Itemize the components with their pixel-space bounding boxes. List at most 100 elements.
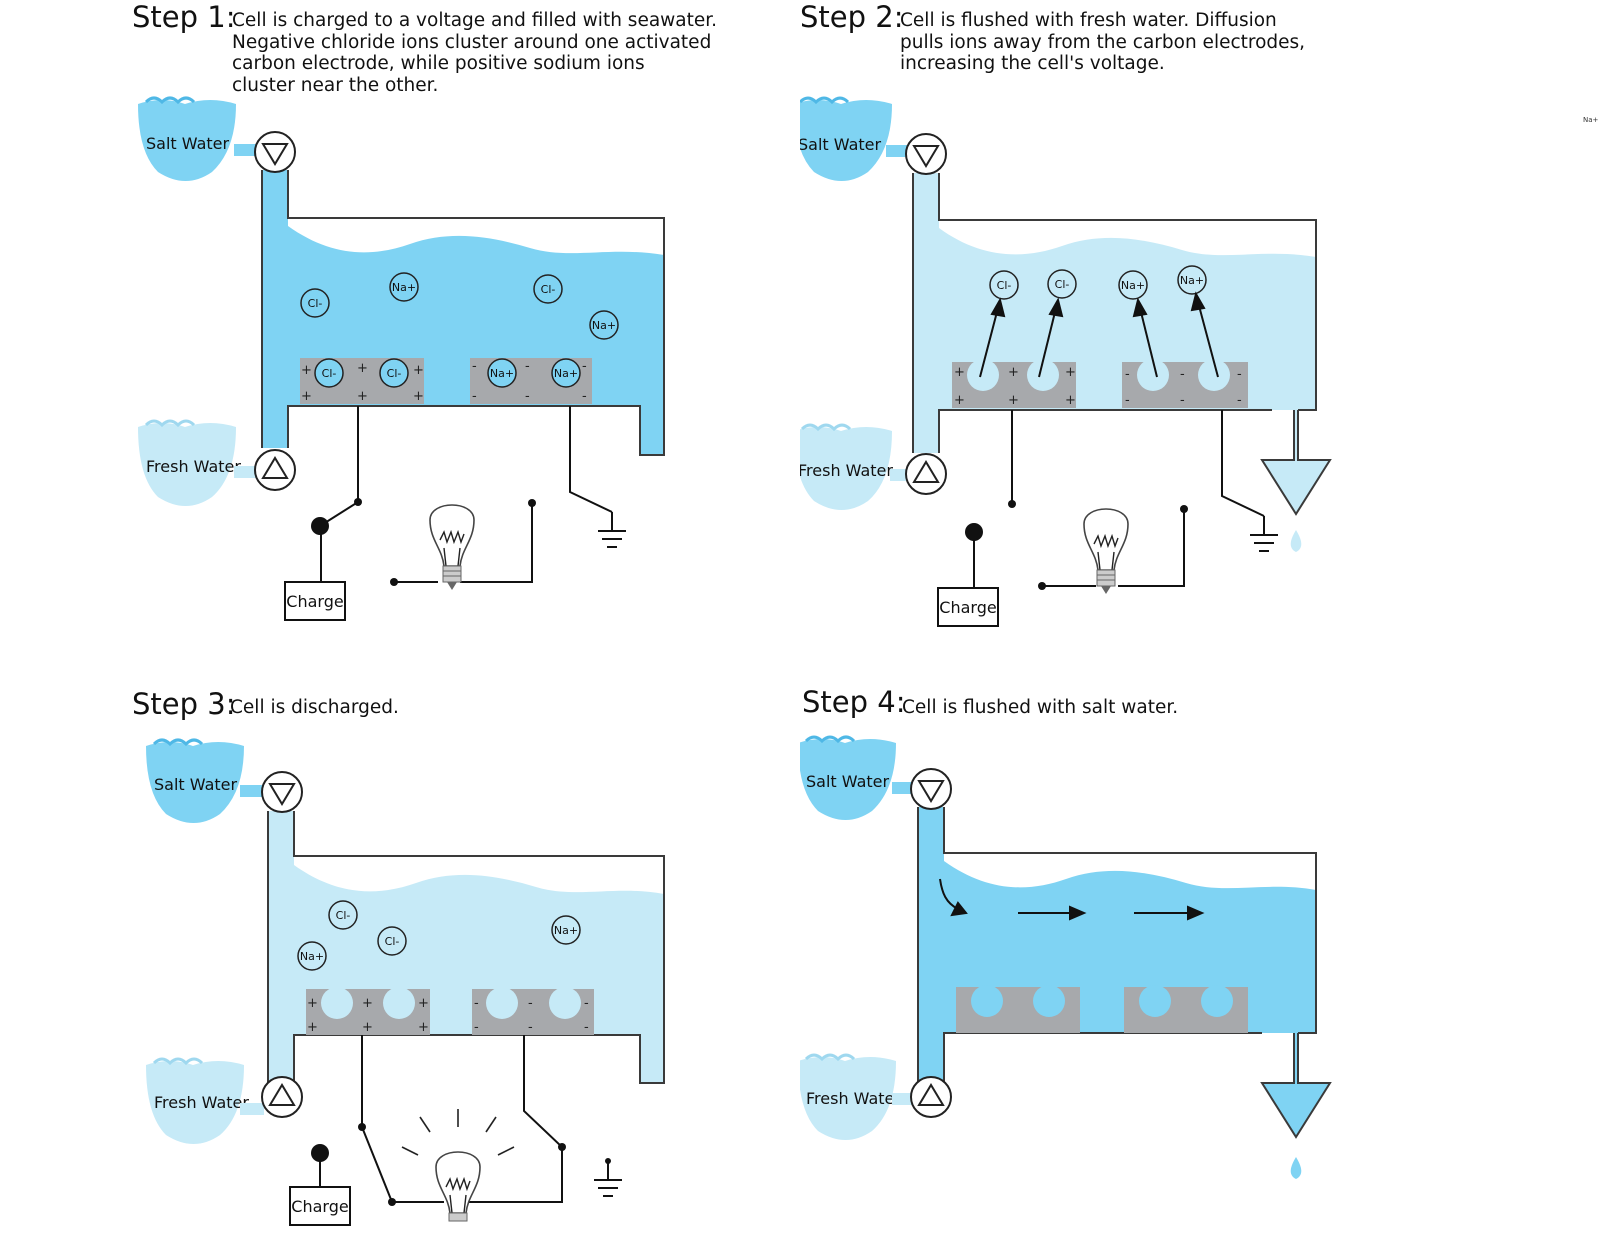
plus-sign: + (357, 361, 368, 376)
wave-icon (804, 735, 856, 744)
step-3-panel: Step 3: Cell is discharged. Salt Water F… (0, 627, 800, 1254)
chloride-ion (1047, 269, 1077, 299)
electrode-pore (486, 987, 518, 1019)
sodium-label: Na+ (592, 319, 616, 332)
down-triangle-icon (261, 143, 289, 166)
charge-label: Charge (291, 1197, 348, 1216)
up-triangle-icon (268, 1083, 296, 1106)
plus-sign: + (307, 996, 318, 1011)
inlet-pipe-water (918, 807, 944, 1082)
step-4-description: Cell is flushed with salt water. (902, 697, 1178, 719)
water-drop-icon (1290, 1157, 1302, 1179)
charge-box (289, 1186, 351, 1226)
step-1-description-line: Negative chloride ions cluster around on… (232, 31, 712, 53)
wire (361, 1035, 444, 1203)
step-4-panel: Step 4: Cell is flushed with salt water.… (800, 627, 1600, 1254)
electrode-pore (967, 359, 999, 391)
electrode-pore (1198, 359, 1230, 391)
sodium-ion (389, 272, 419, 302)
electrode-pore (1201, 985, 1233, 1017)
down-triangle-icon (268, 783, 296, 806)
ground-icon (1250, 516, 1278, 552)
salt-water-reservoir (800, 100, 892, 181)
wire-node (558, 1143, 566, 1151)
minus-sign: - (582, 389, 587, 404)
electrode-pore (549, 987, 581, 1019)
tank-outline (912, 173, 1317, 453)
plus-sign: + (301, 363, 312, 378)
arrow-head (1132, 297, 1148, 318)
drain-arrow (1260, 1033, 1332, 1139)
inlet-pipe-water (262, 170, 288, 448)
plus-sign: + (954, 365, 965, 380)
step-4-label: Step 4: (802, 685, 906, 719)
salt-water-label: Salt Water (806, 772, 889, 791)
plus-sign: + (418, 996, 429, 1011)
fresh-water-reservoir (146, 1061, 244, 1144)
step-2-description: Cell is flushed with fresh water. Diffus… (900, 10, 1305, 75)
sodium-ion (589, 310, 619, 340)
plus-sign: + (362, 996, 373, 1011)
minus-sign: - (472, 389, 477, 404)
light-bulb-icon (429, 504, 475, 590)
salt-water-label: Salt Water (800, 135, 881, 154)
sodium-ion (551, 358, 581, 388)
plus-sign: + (1008, 393, 1019, 408)
plus-sign: + (307, 1020, 318, 1035)
step-2-description-line: Cell is flushed with fresh water. Diffus… (900, 10, 1277, 31)
sodium-ion (1118, 270, 1148, 300)
electrode-pore (383, 987, 415, 1019)
fresh-water-reservoir (800, 427, 892, 510)
chloride-label: Cl- (1055, 278, 1070, 291)
minus-sign: - (1237, 367, 1242, 382)
minus-sign: - (1180, 393, 1185, 408)
plus-sign: + (357, 389, 368, 404)
down-triangle-icon (912, 145, 940, 168)
light-bulb-icon (435, 1151, 481, 1222)
chloride-label: Cl- (336, 909, 351, 922)
wire-node (388, 1198, 396, 1206)
fresh-water-reservoir (800, 1057, 896, 1140)
step-1-panel: Step 1: Cell is charged to a voltage and… (0, 0, 800, 627)
sodium-ion (297, 941, 327, 971)
inlet-pipe-water (268, 811, 294, 1087)
minus-sign: - (1237, 393, 1242, 408)
chloride-label: Cl- (541, 283, 556, 296)
electrode-pore (971, 985, 1003, 1017)
switch-contact (965, 523, 983, 541)
electrode-pore (1027, 359, 1059, 391)
sodium-label: Na+ (490, 367, 514, 380)
fresh-valve (254, 449, 296, 491)
step-3-illustration: Salt Water Fresh Water + + + + (146, 738, 665, 1226)
wire-node (390, 578, 398, 586)
switch-contact (311, 517, 329, 535)
sodium-ion (551, 915, 581, 945)
fresh-water-label: Fresh Water (806, 1089, 901, 1108)
wire-node (1180, 505, 1188, 513)
arrow-head (990, 297, 1006, 318)
up-triangle-icon (261, 456, 289, 479)
water-drop-icon (1290, 530, 1302, 552)
minus-sign: - (582, 359, 587, 374)
arrow-up-icon (1197, 301, 1219, 378)
minus-sign: - (525, 359, 530, 374)
wire-node (358, 1123, 366, 1131)
arrow-head (1187, 905, 1205, 921)
step-1-description: Cell is charged to a voltage and filled … (232, 10, 717, 96)
arrow-head (1190, 291, 1206, 312)
electrode-pore (1139, 985, 1171, 1017)
wave-icon (152, 738, 204, 747)
wave-icon (800, 423, 852, 432)
ground-icon (598, 512, 626, 548)
stray-sodium-label: Na+ (1583, 116, 1599, 124)
fresh-valve (905, 453, 947, 495)
step-2-description-line: pulls ions away from the carbon electrod… (900, 31, 1306, 53)
step-1-illustration: Salt Water Fresh Water + + (138, 96, 665, 621)
plus-sign: + (1008, 365, 1019, 380)
chloride-ion (314, 358, 344, 388)
salt-water-label: Salt Water (146, 134, 229, 153)
plus-sign: + (418, 1020, 429, 1035)
tank-water (294, 865, 664, 1083)
sodium-label: Na+ (1180, 274, 1204, 287)
